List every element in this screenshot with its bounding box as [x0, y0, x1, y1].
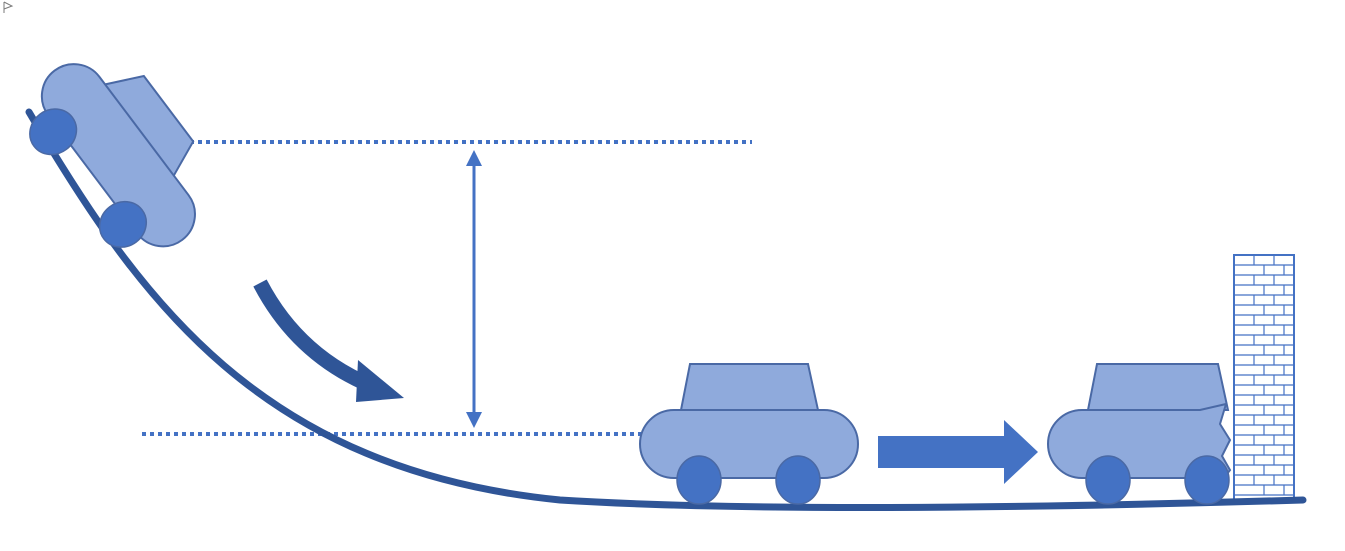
height-double-arrow — [466, 150, 482, 428]
car-icon — [1047, 363, 1232, 505]
car-on-ramp — [29, 63, 196, 248]
floor-motion-arrow — [878, 420, 1038, 484]
downhill-motion-arrow — [253, 279, 404, 402]
ramp-track — [25, 108, 1307, 511]
flag-outline-icon — [3, 1, 14, 13]
car-icon — [29, 63, 196, 248]
crashed-car — [1047, 363, 1232, 505]
brick-wall-icon — [1233, 254, 1295, 501]
car-icon — [639, 363, 859, 505]
car-at-bottom — [639, 363, 859, 505]
